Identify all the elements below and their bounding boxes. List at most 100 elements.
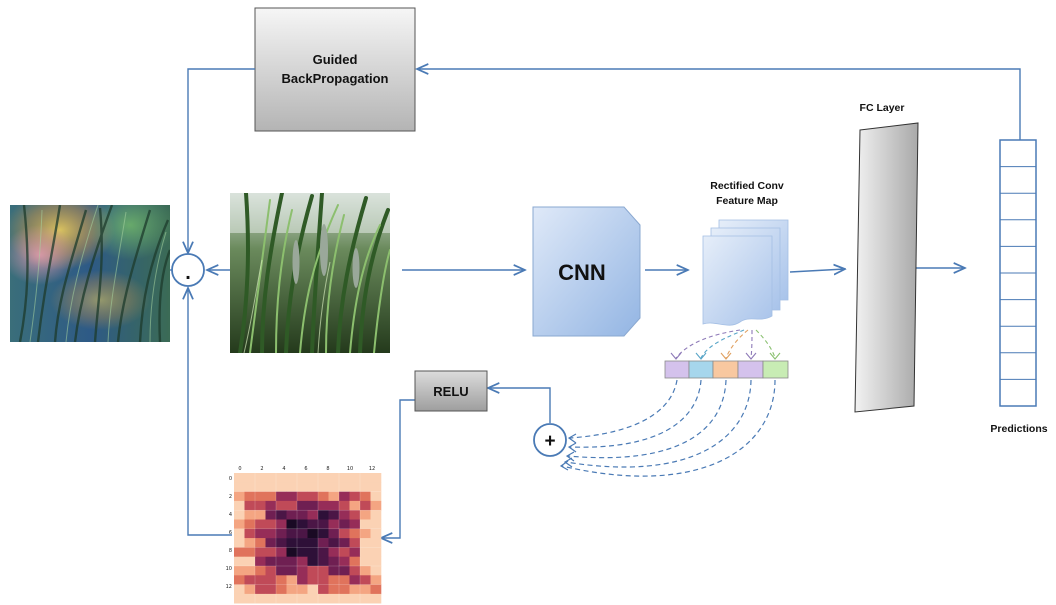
- heatmap-x-tick: 2: [260, 466, 263, 472]
- weight-segment-4: [737, 360, 764, 379]
- heatmap-cell: [370, 491, 382, 502]
- heatmap-cell: [265, 519, 277, 530]
- prediction-cells: [1000, 166, 1036, 380]
- heatmap-cell: [307, 473, 319, 483]
- heatmap-cell: [328, 584, 340, 595]
- heatmap-cell: [286, 575, 298, 585]
- arrow-predictions-to-guided: [417, 69, 1021, 140]
- heatmap-x-tick: 4: [282, 466, 285, 472]
- heatmap-cell: [349, 510, 361, 520]
- heatmap-cell: [339, 575, 350, 585]
- heatmap-cell: [339, 519, 350, 530]
- heatmap-cell: [255, 547, 266, 557]
- heatmap-cell: [265, 538, 277, 548]
- heatmap-cell: [360, 556, 371, 567]
- sum-arrowheads: [559, 433, 577, 471]
- heatmap-cell: [307, 584, 319, 595]
- heatmap-cell: [307, 491, 319, 502]
- cnn-label: CNN: [558, 260, 606, 285]
- heatmap-cell: [328, 547, 340, 557]
- heatmap-cell: [265, 473, 277, 483]
- heatmap-cell: [286, 500, 298, 511]
- heatmap-cell: [286, 528, 298, 539]
- heatmap-x-tick: 10: [347, 466, 353, 472]
- heatmap-cell: [328, 519, 340, 530]
- heatmap-cell: [360, 584, 371, 595]
- heatmap-cell: [297, 547, 308, 557]
- relu-label: RELU: [433, 384, 468, 399]
- heatmap-cell: [234, 528, 245, 539]
- heatmap-cell: [265, 575, 277, 585]
- class-activation-heatmap: 0 2 4 6 8 10 12 0 2 4 6 8 10 12: [226, 466, 382, 604]
- heatmap-cell: [234, 500, 245, 511]
- heatmap-cell: [349, 528, 361, 539]
- heatmap-cell: [339, 566, 350, 576]
- heatmap-cell: [244, 500, 256, 511]
- heatmap-cell: [234, 584, 245, 595]
- heatmap-cell: [244, 547, 256, 557]
- heatmap-cell: [255, 528, 266, 539]
- heatmap-cell: [297, 566, 308, 576]
- heatmap-cell: [244, 482, 256, 492]
- heatmap-cell: [318, 556, 329, 567]
- arrow-heatmap-to-multiply: [188, 288, 232, 536]
- heatmap-cell: [255, 575, 266, 585]
- heatmap-cell: [307, 547, 319, 557]
- heatmap-cell: [297, 473, 308, 483]
- heatmap-cell: [265, 584, 277, 595]
- heatmap-cell: [307, 575, 319, 585]
- heatmap-cell: [255, 510, 266, 520]
- heatmap-cell: [328, 538, 340, 548]
- heatmap-cell: [339, 593, 350, 604]
- arrow-featuremap-to-fc: [789, 269, 845, 272]
- heatmap-cell: [370, 575, 382, 585]
- heatmap-cell: [276, 538, 287, 548]
- heatmap-y-tick: 10: [226, 566, 232, 572]
- heatmap-cell: [244, 473, 256, 483]
- heatmap-cell: [244, 519, 256, 530]
- arrow-sum-to-relu: [488, 388, 551, 423]
- heatmap-x-tick: 6: [304, 466, 307, 472]
- heatmap-y-tick: 8: [229, 548, 232, 554]
- heatmap-cell: [297, 575, 308, 585]
- heatmap-cell: [318, 473, 329, 483]
- guided-backprop-label-line2: BackPropagation: [282, 71, 389, 86]
- heatmap-cell: [339, 584, 350, 595]
- heatmap-grid: [234, 473, 381, 604]
- heatmap-cell: [318, 510, 329, 520]
- heatmap-x-tick: 8: [326, 466, 329, 472]
- heatmap-cell: [307, 538, 319, 548]
- heatmap-cell: [349, 473, 361, 483]
- heatmap-cell: [349, 547, 361, 557]
- heatmap-cell: [276, 519, 287, 530]
- heatmap-cell: [234, 556, 245, 567]
- heatmap-cell: [360, 566, 371, 576]
- heatmap-cell: [349, 482, 361, 492]
- heatmap-cell: [360, 482, 371, 492]
- heatmap-cell: [349, 491, 361, 502]
- heatmap-cell: [265, 566, 277, 576]
- heatmap-cell: [297, 491, 308, 502]
- heatmap-cell: [318, 584, 329, 595]
- input-wheat-image: [230, 193, 390, 353]
- heatmap-y-tick: 0: [229, 476, 232, 482]
- heatmap-cell: [349, 538, 361, 548]
- heatmap-cell: [339, 482, 350, 492]
- heatmap-cell: [276, 593, 287, 604]
- heatmap-cell: [318, 528, 329, 539]
- predictions-label: Predictions: [990, 423, 1047, 435]
- heatmap-cell: [255, 556, 266, 567]
- heatmap-cell: [349, 500, 361, 511]
- heatmap-cell: [297, 556, 308, 567]
- heatmap-cell: [307, 528, 319, 539]
- heatmap-cell: [360, 500, 371, 511]
- heatmap-cell: [349, 566, 361, 576]
- heatmap-cell: [349, 575, 361, 585]
- heatmap-cell: [328, 491, 340, 502]
- heatmap-cell: [360, 491, 371, 502]
- heatmap-cell: [265, 528, 277, 539]
- heatmap-cell: [286, 491, 298, 502]
- heatmap-cell: [307, 500, 319, 511]
- cnn-block: CNN: [532, 206, 641, 337]
- heatmap-cell: [297, 482, 308, 492]
